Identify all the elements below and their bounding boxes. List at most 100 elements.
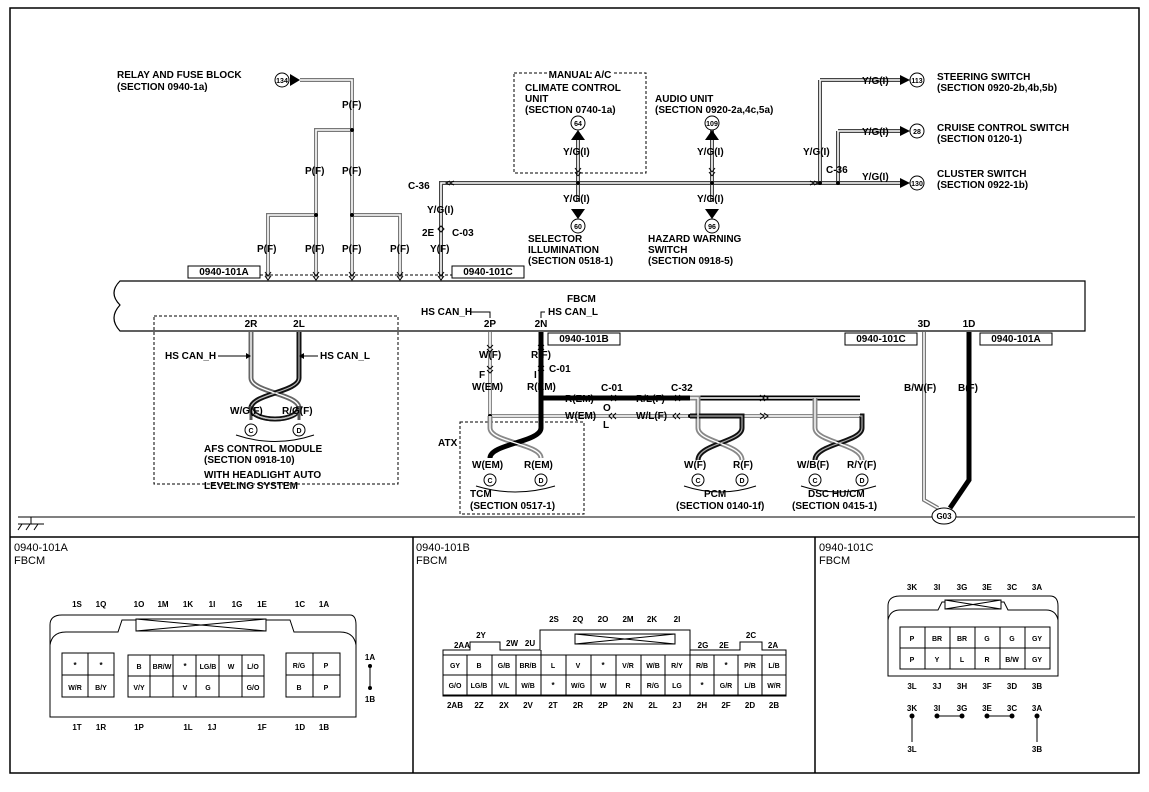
climate-control-section: (SECTION 0740-1a): [525, 105, 616, 116]
pin-2w: 2W: [506, 639, 518, 648]
dsc-pin-d: D: [859, 478, 864, 485]
pin-2ab: 2AB: [447, 701, 463, 710]
jumper-3c: 3C: [1007, 704, 1017, 713]
pin-2q: 2Q: [573, 615, 584, 624]
panel-b-name: FBCM: [416, 555, 447, 567]
climate-control-label2: UNIT: [525, 94, 548, 105]
connector-b-housing: [442, 629, 787, 697]
pin-3g: 3G: [957, 583, 968, 592]
climate-control-label: CLIMATE CONTROL: [525, 83, 621, 94]
pin-2e-panel: 2E: [719, 641, 729, 650]
pin-2a: 2A: [768, 641, 778, 650]
pin-2aa: 2AA: [454, 641, 470, 650]
pcm-twisted-pair: [690, 395, 745, 461]
tag-101b: [547, 332, 621, 346]
pin-3l-panel: 3L: [907, 682, 916, 691]
cell-1e: L/O: [247, 664, 259, 671]
cell-1o: B: [136, 664, 141, 671]
cell-1s: *: [73, 661, 77, 670]
relay-fuse-ref: 134: [274, 72, 300, 88]
jumper-3i: 3I: [934, 704, 941, 713]
cell-2m: V/R: [622, 663, 634, 670]
afs-can-h: HS CAN_H: [165, 351, 216, 362]
pin-2u: 2U: [525, 639, 535, 648]
tag-101b-text: 0940-101B: [559, 334, 608, 345]
pin-3d: 3D: [918, 319, 931, 330]
pin-1g: 1G: [232, 600, 243, 609]
pin-2h: 2H: [697, 701, 707, 710]
audio-unit-label: AUDIO UNIT: [655, 94, 713, 105]
manual-ac-box: [513, 72, 647, 174]
jumper-3b: 3B: [1032, 745, 1042, 754]
cell-2a: L/B: [768, 663, 779, 670]
afs-pin-d: D: [296, 428, 301, 435]
pin-1j: 1J: [208, 723, 217, 732]
afs-module-section: (SECTION 0918-10): [204, 455, 295, 466]
hazard-ref-icon: [704, 218, 720, 234]
ground-g03-icon: [931, 507, 957, 525]
svg-text:64: 64: [574, 121, 582, 128]
fbcm-can-h: HS CAN_H: [421, 307, 472, 318]
cell-3g: BR: [957, 636, 967, 643]
wire-label-ygi: Y/G(I): [862, 127, 889, 138]
tcm-section: (SECTION 0517-1): [470, 501, 555, 512]
tag-101c-mid-text: 0940-101C: [856, 334, 905, 345]
wire-label-bf: B(F): [958, 383, 978, 394]
afs-twisted-pair: [248, 332, 302, 422]
cell-3c: G: [1009, 636, 1015, 643]
pin-2l: 2L: [293, 319, 305, 330]
wire-label-wem-h: W(EM): [565, 411, 596, 422]
cruise-ref: 28: [913, 129, 921, 136]
cell-2d: L/B: [744, 683, 755, 690]
pin-2t: 2T: [548, 701, 557, 710]
pin-2v: 2V: [523, 701, 533, 710]
pin-2b: 2B: [769, 701, 779, 710]
audio-ref: 109: [704, 115, 720, 140]
pin-3k-panel: 3K: [907, 583, 917, 592]
pin-2e: 2E: [422, 228, 435, 239]
cell-2u: BR/B: [519, 663, 536, 670]
panel-b-top-pins: 2S 2Q 2O 2M 2K 2I 2AA 2Y 2W 2U 2G 2E 2C …: [454, 615, 778, 650]
tag-101c-mid: [844, 332, 918, 346]
pin-3c: 3C: [1007, 583, 1017, 592]
dsc-pin-c: C: [812, 478, 817, 485]
pin-2n: 2N: [535, 319, 548, 330]
pin-1t: 1T: [72, 723, 81, 732]
cruise-ref-icon: [909, 123, 925, 139]
cluster-switch-label: CLUSTER SWITCH: [937, 169, 1026, 180]
afs-note2: LEVELING SYSTEM: [204, 481, 298, 492]
cluster-ref: 130: [911, 181, 923, 188]
panel-a-id: 0940-101A: [14, 542, 68, 554]
jumper-1b: 1B: [365, 695, 375, 704]
pin-3a: 3A: [1032, 583, 1042, 592]
wire-label-pf: P(F): [342, 166, 361, 177]
wire-label-ygi: Y/G(I): [862, 172, 889, 183]
cell-3h: L: [960, 657, 965, 664]
pin-1e: 1E: [257, 600, 267, 609]
audio-unit-section: (SECTION 0920-2a,4c,5a): [655, 105, 773, 116]
jumper-3g: 3G: [957, 704, 968, 713]
pin-2n-panel: 2N: [623, 701, 633, 710]
selector-section: (SECTION 0518-1): [528, 256, 613, 267]
wire-label-ygi: Y/G(I): [563, 194, 590, 205]
steering-ref: 113: [911, 78, 922, 85]
panel-a-cells: * * B BR/W * LG/B W L/O R/G P W/R B/Y V/…: [68, 661, 328, 692]
selector-ref-icon: [570, 218, 586, 234]
pin-2p-panel: 2P: [598, 701, 608, 710]
pin-3f: 3F: [982, 682, 991, 691]
cell-2x: V/L: [499, 683, 511, 690]
pin-3d-panel: 3D: [1007, 682, 1017, 691]
cell-3k: P: [910, 636, 915, 643]
cell-2f: G/R: [720, 683, 732, 690]
cell-3d: B/W: [1005, 657, 1019, 664]
pin-3h: 3H: [957, 682, 967, 691]
cell-3a: GY: [1032, 636, 1042, 643]
tag-101a-mid: [979, 332, 1053, 346]
manual-ac-title: MANUAL A/C: [549, 70, 612, 81]
afs-pin-c: C: [248, 428, 253, 435]
pcm-label: PCM: [704, 489, 726, 500]
can-chevrons: [486, 344, 769, 420]
cell-1q: *: [99, 661, 103, 670]
pin-1o: 1O: [134, 600, 145, 609]
cell-2y: B: [476, 663, 481, 670]
